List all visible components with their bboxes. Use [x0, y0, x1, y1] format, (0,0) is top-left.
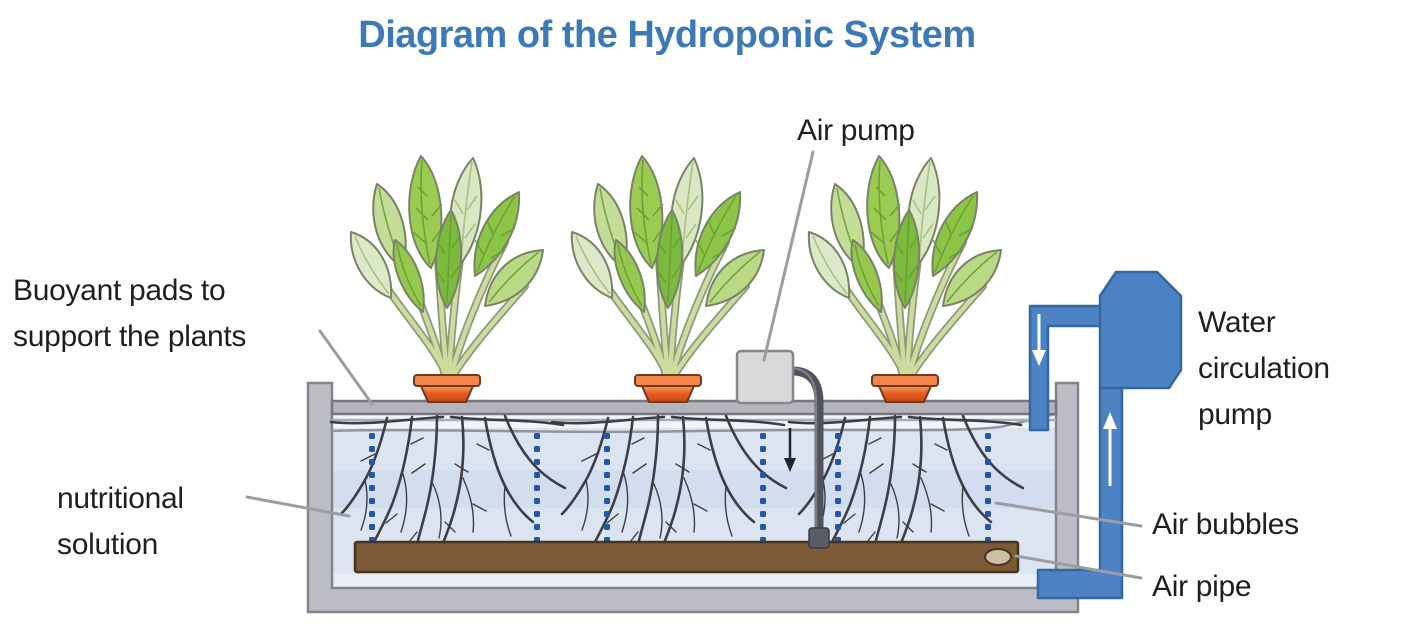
label-water-circulation-pump: Water circulation pump — [1198, 306, 1330, 431]
leader-buoyant-pads — [318, 329, 374, 406]
label-buoyant-pads: Buoyant pads to support the plants — [13, 274, 247, 353]
pump-body — [1098, 270, 1183, 390]
pump-flow-arrows — [1032, 314, 1117, 486]
label-nutritional-solution: nutritional solution — [57, 482, 184, 561]
air-pipe-opening — [984, 548, 1012, 566]
leader-air-pump — [762, 150, 815, 362]
leader-air-bubbles — [994, 501, 1143, 528]
plant-shape — [809, 156, 1001, 402]
water-surface — [331, 412, 1057, 434]
plant-shape — [572, 156, 764, 402]
leader-lines — [245, 150, 1143, 580]
leader-air-pipe — [1014, 554, 1143, 580]
leader-nutritional-solution — [245, 495, 351, 518]
water-circulation-pump-shape — [1028, 270, 1183, 600]
flow-down-arrow — [784, 428, 796, 472]
label-air-bubbles: Air bubbles — [1152, 508, 1299, 541]
air-pipe-shape — [353, 540, 1020, 574]
label-air-pump: Air pump — [797, 114, 915, 147]
plant-shape — [351, 156, 543, 402]
tank-body — [306, 381, 1080, 614]
diagram-title: Diagram of the Hydroponic System — [358, 14, 976, 56]
label-air-pipe: Air pipe — [1152, 570, 1252, 603]
